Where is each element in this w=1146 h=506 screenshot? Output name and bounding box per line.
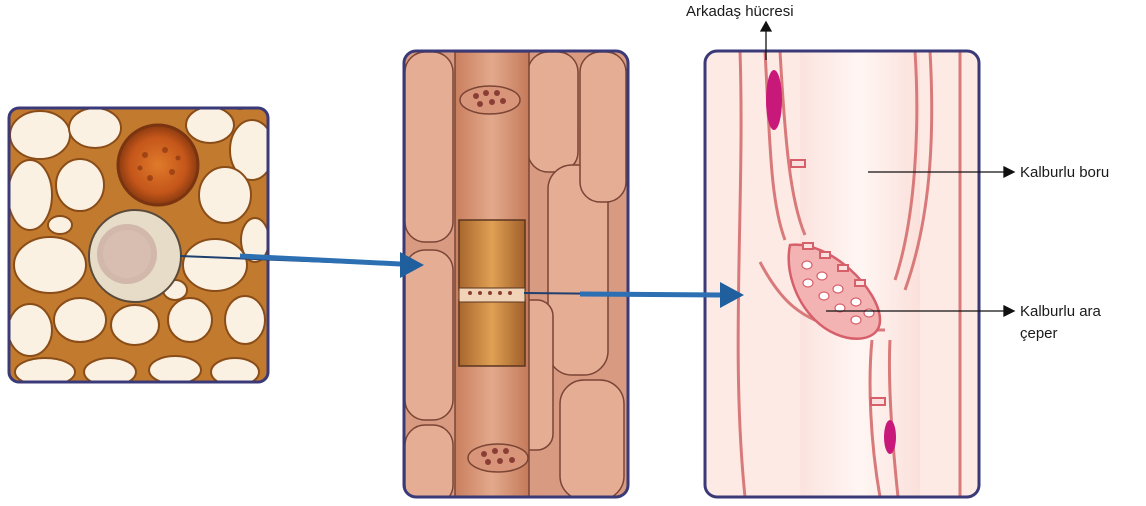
label-companion-cell: Arkadaş hücresi bbox=[686, 3, 794, 20]
label-sieve-plate-line1: Kalburlu ara bbox=[1020, 303, 1102, 320]
detail-panel bbox=[705, 51, 979, 497]
sieve-plate-arrowhead bbox=[1004, 306, 1014, 316]
companion-cell-arrowhead bbox=[761, 22, 771, 31]
sieve-tube-arrowhead bbox=[1004, 167, 1014, 177]
companion-nucleus bbox=[766, 70, 782, 130]
label-sieve-plate-line2: çeper bbox=[1020, 325, 1058, 342]
label-sieve-tube: Kalburlu boru bbox=[1020, 164, 1109, 181]
companion-nucleus-lower bbox=[884, 420, 896, 454]
longitudinal-panel bbox=[404, 51, 628, 505]
micrograph-panel bbox=[8, 91, 274, 386]
